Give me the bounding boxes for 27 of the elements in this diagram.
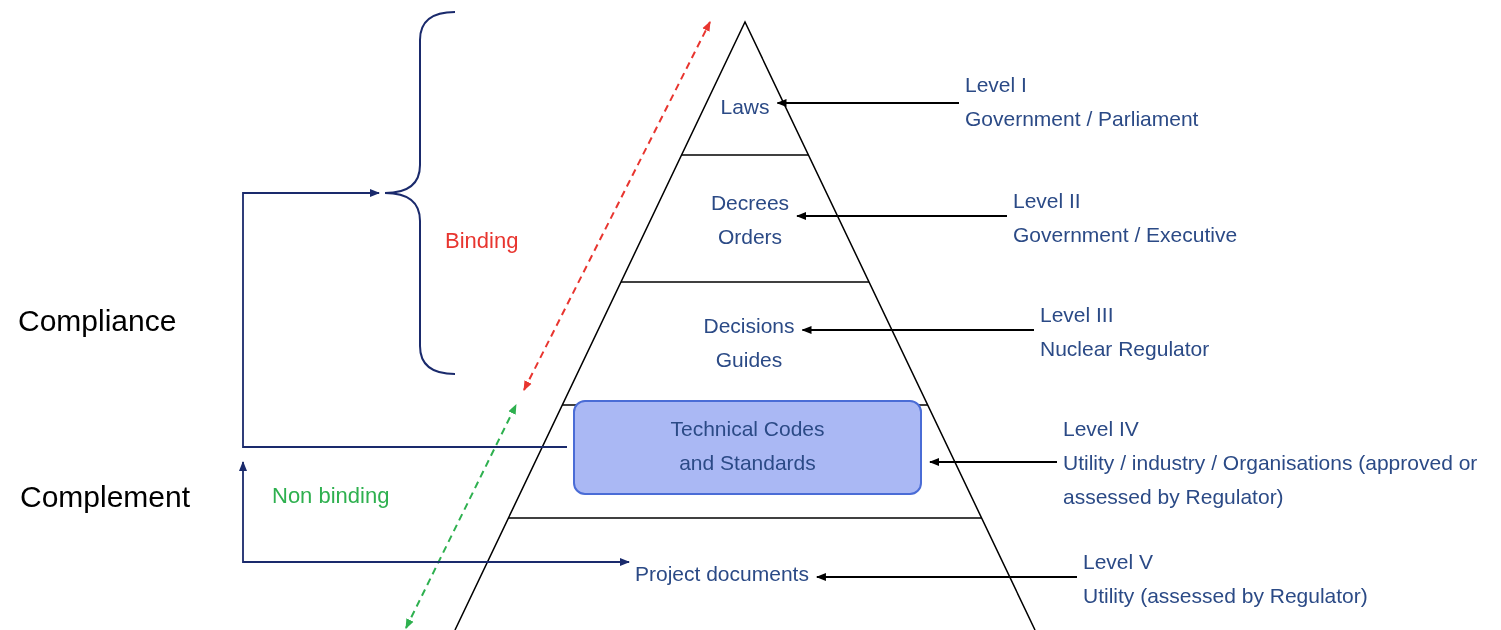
tier-label: Laws	[720, 94, 770, 120]
binding-label: Binding	[445, 228, 519, 254]
arrow	[796, 212, 1008, 220]
highlight-box	[573, 400, 922, 495]
authority-text: Nuclear Regulator	[1040, 336, 1211, 362]
level-heading: Level IV	[1063, 416, 1140, 442]
authority-text: Utility (assessed by Regulator)	[1083, 583, 1369, 609]
authority-text: Utility / industry / Organisations (approved or assessed by Regulator)	[1063, 450, 1479, 510]
arrow	[929, 458, 1058, 466]
authority-text: Government / Executive	[1013, 222, 1239, 248]
elbow-arrow	[242, 189, 568, 448]
elbow-arrow	[239, 461, 630, 566]
tier-label: Project documents	[635, 561, 809, 587]
level-heading: Level III	[1040, 302, 1115, 328]
level-heading: Level I	[965, 72, 1028, 98]
tier-label: Decisions Guides	[703, 313, 795, 373]
level-heading: Level II	[1013, 188, 1082, 214]
arrow	[815, 573, 1078, 581]
arrow	[801, 326, 1035, 334]
non-binding-label: Non binding	[272, 483, 390, 509]
tier-label: Technical Codes and Standards	[669, 416, 826, 476]
arrow	[776, 99, 960, 107]
side-label: Complement	[20, 480, 191, 514]
tier-label: Decrees Orders	[710, 190, 790, 250]
authority-text: Government / Parliament	[965, 106, 1200, 132]
side-label: Compliance	[18, 304, 177, 338]
level-heading: Level V	[1083, 549, 1155, 575]
